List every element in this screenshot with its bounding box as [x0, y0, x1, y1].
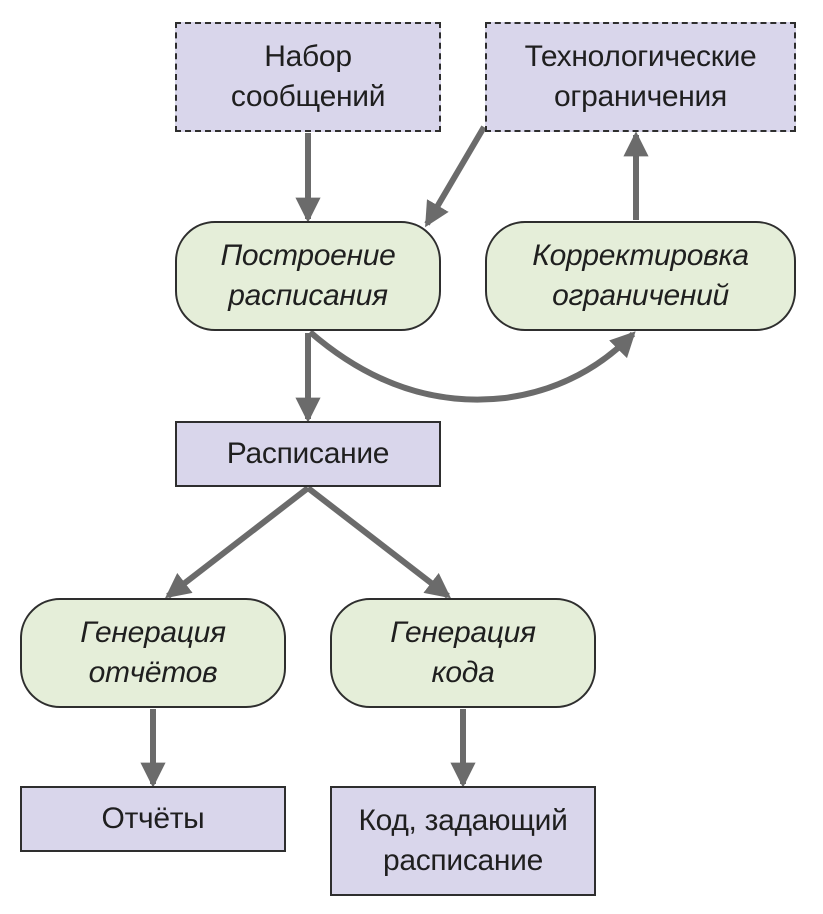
correct-constraints-label-line2: ограничений	[552, 279, 729, 312]
schedule-code-node: Код, задающий расписание	[330, 786, 596, 896]
correct-constraints-label-line1: Корректировка	[532, 239, 749, 272]
generate-reports-label-line1: Генерация	[80, 616, 226, 649]
build-schedule-label-line1: Построение	[220, 239, 396, 272]
reports-node: Отчёты	[20, 786, 286, 852]
build-schedule-node: Построение расписания	[175, 221, 441, 331]
generate-reports-label-line2: отчётов	[88, 656, 218, 689]
message-set-label-line2: сообщений	[230, 80, 386, 113]
arrow-schedule-to-gen-code	[306, 485, 451, 599]
generate-code-label-line2: кода	[431, 656, 495, 689]
schedule-code-label-line2: расписание	[382, 844, 544, 877]
schedule-label: Расписание	[226, 437, 390, 470]
schedule-node: Расписание	[175, 421, 441, 487]
arrow-constraints-to-build	[424, 125, 487, 228]
schedule-code-label-line1: Код, задающий	[358, 804, 568, 837]
correct-constraints-node: Корректировка ограничений	[485, 221, 796, 331]
generate-code-node: Генерация кода	[330, 598, 596, 708]
generate-reports-node: Генерация отчётов	[20, 598, 286, 708]
tech-constraints-label-line1: Технологические	[524, 40, 757, 73]
message-set-node: Набор сообщений	[175, 22, 441, 132]
tech-constraints-node: Технологические ограничения	[485, 22, 796, 132]
arrow-build-to-correct	[308, 329, 636, 403]
generate-code-label-line1: Генерация	[390, 616, 536, 649]
message-set-label-line1: Набор	[264, 40, 352, 73]
tech-constraints-label-line2: ограничения	[554, 80, 727, 113]
arrow-schedule-to-gen-reports	[165, 485, 310, 599]
build-schedule-label-line2: расписания	[228, 279, 388, 312]
reports-label: Отчёты	[101, 802, 205, 835]
